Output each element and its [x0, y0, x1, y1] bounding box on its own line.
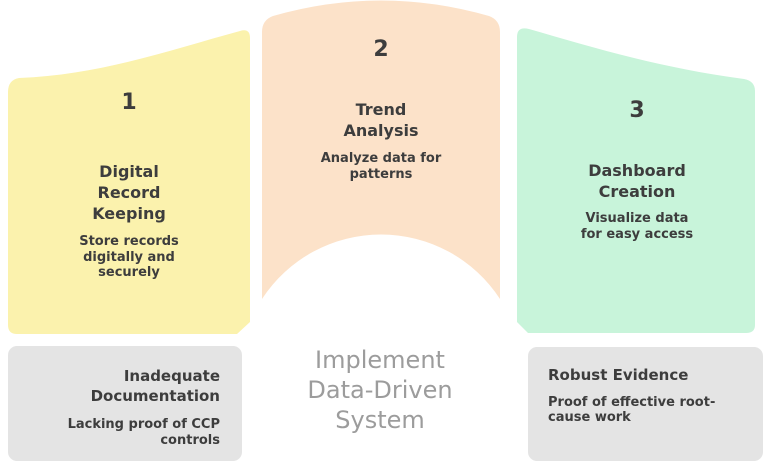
step-2-number: 2: [373, 37, 389, 62]
step-1-shape: [8, 30, 250, 335]
center-caption: Implement Data-Driven System: [307, 346, 453, 434]
step-1-title: Digital Record Keeping: [92, 162, 166, 223]
note-description: Lacking proof of CCP controls: [67, 417, 220, 448]
note-title: Robust Evidence: [548, 366, 689, 384]
note-box-robust-evidence: Robust Evidence Proof of effective root-…: [528, 347, 763, 461]
step-1-number: 1: [121, 90, 137, 115]
step-2-shape: [262, 0, 500, 299]
step-3-shape: [517, 28, 755, 333]
note-description: Proof of effective root- cause work: [548, 394, 716, 426]
step-2-title: Trend Analysis: [343, 100, 419, 140]
step-3-description: Visualize data for easy access: [580, 211, 694, 242]
step-3-number: 3: [629, 98, 645, 123]
step-3-title: Dashboard Creation: [588, 161, 686, 201]
note-box-inadequate-documentation: Inadequate Documentation Lacking proof o…: [8, 346, 242, 461]
note-title: Inadequate Documentation: [90, 367, 220, 405]
step-1-description: Store records digitally and securely: [79, 234, 179, 280]
step-2-description: Analyze data for patterns: [320, 151, 442, 182]
